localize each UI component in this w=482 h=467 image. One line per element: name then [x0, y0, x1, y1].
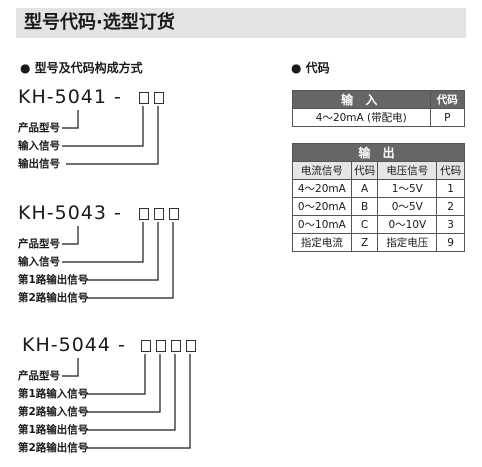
- label-input-1: 第1路输入信号: [18, 388, 89, 400]
- label-input-signal: 输入信号: [18, 256, 60, 268]
- page-title: 型号代码·选型订货: [16, 8, 466, 38]
- code-box: [141, 340, 151, 352]
- cell: 3: [436, 215, 465, 234]
- table-row: 4～20mA (带配电) P: [292, 108, 466, 127]
- label-product-model: 产品型号: [18, 122, 60, 134]
- label-output-2: 第2路输出信号: [18, 442, 89, 454]
- label-input-signal: 输入信号: [18, 140, 60, 152]
- cell: 1: [436, 179, 465, 198]
- cell: 0～5V: [377, 197, 438, 216]
- label-output-1: 第1路输出信号: [18, 274, 89, 286]
- cell: 指定电流: [292, 233, 352, 252]
- code-box: [186, 340, 196, 352]
- code-box: [154, 92, 164, 104]
- code-box: [154, 208, 164, 220]
- table-row: 0～20mA B 0～5V 2: [292, 197, 465, 216]
- code-box: [139, 208, 149, 220]
- col-current: 电流信号: [292, 161, 352, 180]
- input-header: 输 入: [292, 90, 431, 109]
- label-output-1: 第1路输出信号: [18, 424, 89, 436]
- table-row: 4～20mA A 1～5V 1: [292, 179, 465, 198]
- cell: Z: [350, 233, 379, 252]
- input-code-cell: P: [429, 108, 466, 127]
- section-heading-code: ● 代码: [291, 61, 330, 75]
- cell: 1～5V: [377, 179, 438, 198]
- model-code: KH-5043 -: [18, 202, 122, 224]
- cell: C: [350, 215, 379, 234]
- cell: B: [350, 197, 379, 216]
- code-box: [171, 340, 181, 352]
- section-heading-model: ● 型号及代码构成方式: [20, 61, 143, 75]
- output-header: 输 出: [292, 143, 465, 162]
- cell: 9: [436, 233, 465, 252]
- model-code: KH-5041 -: [18, 86, 122, 108]
- input-code-header: 代码: [429, 90, 466, 109]
- cell: 指定电压: [377, 233, 438, 252]
- table-header-row: 电流信号 代码 电压信号 代码: [292, 161, 465, 180]
- label-output-2: 第2路输出信号: [18, 292, 89, 304]
- cell: 4～20mA: [292, 179, 352, 198]
- cell: 0～20mA: [292, 197, 352, 216]
- model-code: KH-5044 -: [22, 334, 126, 356]
- label-product-model: 产品型号: [18, 370, 60, 382]
- input-signal-cell: 4～20mA (带配电): [292, 108, 431, 127]
- code-box: [139, 92, 149, 104]
- col-code: 代码: [436, 161, 465, 180]
- label-output-signal: 输出信号: [18, 158, 60, 170]
- label-input-2: 第2路输入信号: [18, 406, 89, 418]
- col-voltage: 电压信号: [377, 161, 438, 180]
- code-box: [156, 340, 166, 352]
- cell: 0～10mA: [292, 215, 352, 234]
- label-product-model: 产品型号: [18, 238, 60, 250]
- cell: 0～10V: [377, 215, 438, 234]
- cell: A: [350, 179, 379, 198]
- code-box: [169, 208, 179, 220]
- input-code-table: 输 入 代码 4～20mA (带配电) P: [292, 90, 466, 127]
- output-code-table: 输 出 电流信号 代码 电压信号 代码 4～20mA A 1～5V 1 0～20…: [292, 143, 465, 252]
- cell: 2: [436, 197, 465, 216]
- col-code: 代码: [350, 161, 379, 180]
- table-row: 指定电流 Z 指定电压 9: [292, 233, 465, 252]
- table-row: 0～10mA C 0～10V 3: [292, 215, 465, 234]
